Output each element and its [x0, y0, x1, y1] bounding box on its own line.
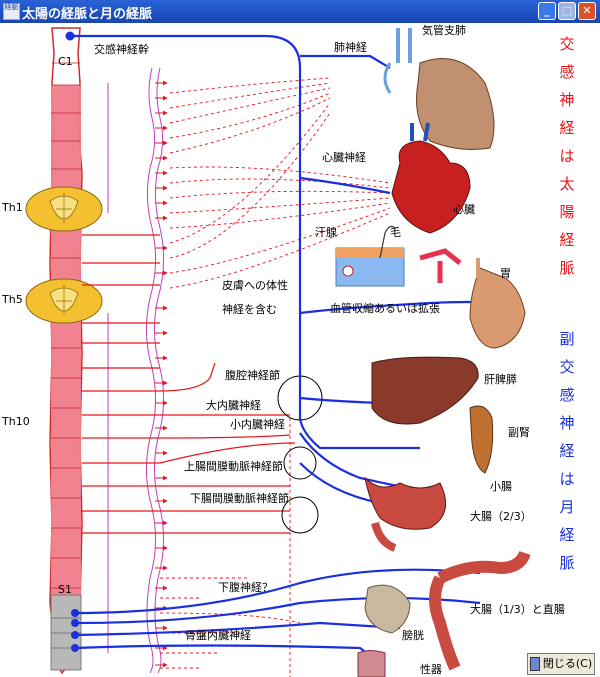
label-small-intestine: 小腸	[490, 480, 512, 493]
label-liver-spleen: 肝脾膵	[484, 372, 517, 386]
sympathetic-preganglionic-fibers	[82, 234, 296, 534]
liver-image	[371, 356, 479, 425]
label-pelvic-splanchnic: 骨盤内臓神経	[185, 628, 251, 642]
label-pulmonary-nerve: 肺神経	[334, 40, 367, 54]
door-icon	[529, 657, 540, 671]
parasympathetic-title-char: 脈	[559, 554, 575, 572]
label-vasomotor: 血管収縮あるいは拡張	[330, 301, 440, 315]
label-th1: Th1	[1, 201, 23, 214]
label-heart: 心臓	[453, 203, 475, 216]
sympathetic-title-char: 太	[559, 175, 575, 193]
sympathetic-postganglionic-fibers	[159, 77, 391, 677]
sacral-nodes	[71, 609, 79, 652]
label-contains-nerve: 神経を含む	[222, 302, 277, 316]
sympathetic-title-char: 神	[559, 91, 575, 109]
label-th10: Th10	[1, 415, 30, 428]
sympathetic-vertical-title: 交感神経は太陽経脈	[557, 30, 577, 282]
genital-image	[357, 650, 386, 677]
label-greater-splanchnic: 大内臓神経	[206, 398, 261, 412]
label-inferior-mesenteric: 下腸間膜動脈神経節	[190, 491, 289, 505]
sympathetic-title-char: 経	[559, 231, 575, 249]
spinal-section-th5	[25, 278, 103, 324]
label-stomach: 胃	[500, 267, 511, 280]
parasympathetic-vertical-title: 副交感神経は月経脈	[557, 325, 577, 577]
label-genitals: 性器	[420, 662, 442, 676]
window-title: 太陽の経脈と月の経脈	[22, 7, 153, 22]
maximize-button[interactable]: □	[558, 2, 576, 20]
sympathetic-chain	[107, 67, 165, 674]
adrenal-image	[469, 405, 494, 474]
sympathetic-title-char: 交	[559, 35, 575, 53]
minimize-button[interactable]: _	[538, 2, 556, 20]
label-large-intestine-13: 大腸（1/3）と直腸	[470, 602, 565, 616]
stomach-image	[469, 258, 526, 349]
label-celiac-ganglion: 腹腔神経節	[225, 368, 280, 382]
spinal-cord	[49, 27, 83, 675]
vagus-origin-node	[65, 31, 75, 41]
parasympathetic-title-char: 経	[559, 526, 575, 544]
close-dialog-button[interactable]: 閉じる(C)	[527, 653, 595, 675]
autonomic-nerve-diagram: C1 Th1 Th5 Th10 S1 交感神経幹 肺神経 気管支肺 心臓神経 心…	[1, 23, 565, 677]
sympathetic-title-char: は	[559, 147, 575, 165]
intestine-image	[364, 476, 447, 552]
label-sympathetic-trunk: 交感神経幹	[94, 42, 149, 56]
label-th5: Th5	[1, 293, 23, 306]
label-c1: C1	[58, 55, 73, 68]
large-intestine-image	[429, 550, 531, 671]
bladder-image	[364, 584, 411, 634]
heart-image	[391, 122, 471, 234]
label-superior-mesenteric: 上腸間膜動脈神経節	[184, 459, 283, 473]
parasympathetic-title-char: 感	[559, 386, 575, 404]
parasympathetic-title-char: は	[559, 470, 575, 488]
label-cardiac-nerve: 心臓神経	[322, 150, 366, 164]
title-bar: 経脈 太陽の経脈と月の経脈 _ □ ✕	[0, 0, 600, 23]
label-skin-somatic: 皮膚への体性	[222, 278, 288, 292]
app-icon[interactable]: 経脈	[3, 3, 20, 20]
parasympathetic-title-char: 神	[559, 414, 575, 432]
label-large-intestine-23: 大腸（2/3）	[470, 509, 532, 523]
sympathetic-title-char: 感	[559, 63, 575, 81]
spinal-section-th1	[25, 186, 103, 232]
label-sweat-gland: 汗腺	[315, 225, 337, 239]
label-s1: S1	[58, 583, 72, 596]
parasympathetic-title-char: 月	[559, 498, 575, 516]
label-hair: 毛	[390, 226, 401, 239]
label-lesser-splanchnic: 小内臓神経	[230, 417, 285, 431]
sympathetic-title-char: 脈	[559, 259, 575, 277]
label-bladder: 膀胱	[402, 628, 424, 642]
label-bronchi: 気管支肺	[422, 23, 466, 37]
label-hypogastric: 下腹神経？	[218, 580, 273, 594]
sympathetic-title-char: 陽	[559, 203, 575, 221]
sympathetic-title-char: 経	[559, 119, 575, 137]
parasympathetic-title-char: 副	[559, 330, 575, 348]
close-button-label: 閉じる(C)	[542, 657, 593, 670]
parasympathetic-title-char: 経	[559, 442, 575, 460]
lung-image	[383, 28, 495, 150]
label-adrenal: 副腎	[508, 426, 530, 439]
close-window-button[interactable]: ✕	[578, 2, 596, 20]
skin-section-image	[335, 225, 462, 287]
parasympathetic-title-char: 交	[559, 358, 575, 376]
